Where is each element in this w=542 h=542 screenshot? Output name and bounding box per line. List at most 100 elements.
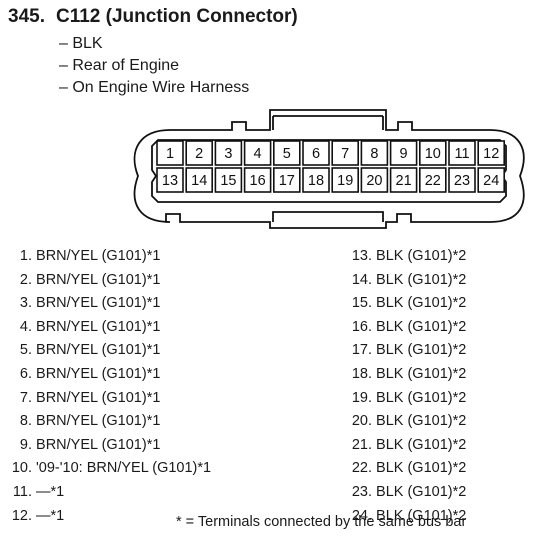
list-item: 19. BLK (G101)*2 — [340, 388, 466, 412]
terminal-cell — [156, 140, 184, 166]
footnote: * = Terminals connected by the same bus … — [176, 514, 467, 530]
terminal-cell — [214, 140, 243, 166]
list-item: 20. BLK (G101)*2 — [340, 411, 466, 435]
pin-description: '09-'10: BRN/YEL (G101)*1 — [36, 460, 212, 477]
pin-description: —*1 — [36, 507, 65, 524]
list-item: 9. BRN/YEL (G101)*1 — [8, 435, 211, 459]
pin-description: BLK (G101)*2 — [376, 507, 467, 524]
terminal-number: 5 — [283, 146, 291, 162]
pin-description: BRN/YEL (G101)*1 — [36, 248, 161, 264]
note-location: Rear of Engine — [59, 55, 249, 77]
terminal-cell — [418, 167, 447, 193]
terminal-number: 15 — [220, 173, 236, 189]
terminal-number: 11 — [454, 146, 469, 162]
pin-description: BLK (G101)*2 — [376, 248, 467, 264]
terminal-cell — [272, 167, 301, 193]
pin-description: BLK (G101)*2 — [376, 460, 467, 477]
housing-outer-outline — [133, 109, 525, 229]
terminal-cell — [185, 167, 213, 193]
pin-description: BRN/YEL (G101)*1 — [36, 295, 161, 312]
terminal-number: 6 — [312, 146, 320, 162]
terminal-number: 1 — [166, 146, 174, 162]
pin-description: BRN/YEL (G101)*1 — [36, 318, 161, 335]
pin-description: BRN/YEL (G101)*1 — [36, 271, 161, 288]
pin-description: BLK (G101)*2 — [376, 342, 467, 359]
terminal-number: 4 — [254, 146, 262, 162]
terminal-cell — [243, 140, 272, 166]
terminal-number: 7 — [341, 146, 349, 162]
pin-number: 3. — [19, 295, 32, 312]
terminal-number: 18 — [308, 173, 324, 189]
terminal-number: 20 — [366, 173, 382, 189]
pin-description: BLK (G101)*2 — [376, 436, 467, 453]
list-item: 23. BLK (G101)*2 — [340, 482, 466, 506]
pin-description: —*1 — [36, 483, 65, 500]
pin-description: BRN/YEL (G101)*1 — [36, 436, 161, 453]
connector-notes: BLK Rear of Engine On Engine Wire Harnes… — [59, 33, 249, 99]
terminal-number: 21 — [396, 173, 412, 189]
terminal-cell — [331, 167, 360, 193]
list-item: 8. BRN/YEL (G101)*1 — [8, 411, 211, 435]
connector-number: 345. — [8, 6, 45, 27]
terminal-cell — [448, 167, 476, 193]
terminal-cell — [243, 167, 272, 193]
pin-list-right: 13. BLK (G101)*2 14. BLK (G101)*2 15. BL… — [340, 246, 466, 529]
terminal-cell — [272, 140, 301, 166]
pin-number: 19. — [351, 389, 372, 406]
list-item: 14. BLK (G101)*2 — [340, 270, 466, 294]
pin-number: 9. — [19, 436, 32, 453]
pin-number: 2. — [19, 271, 32, 288]
list-item: 7. BRN/YEL (G101)*1 — [8, 388, 211, 412]
pin-description: BLK (G101)*2 — [376, 271, 467, 288]
list-item: 15. BLK (G101)*2 — [340, 293, 466, 317]
pin-number: 16. — [351, 318, 372, 335]
pin-number: 14. — [351, 271, 372, 288]
pin-number: 7. — [19, 389, 32, 406]
pin-number: 22. — [351, 460, 372, 477]
terminal-cell — [302, 167, 330, 193]
terminal-number: 23 — [454, 173, 470, 189]
list-item: 10. '09-'10: BRN/YEL (G101)*1 — [8, 458, 211, 482]
terminal-number: 24 — [483, 173, 499, 189]
pin-list-left: 1. BRN/YEL (G101)*1 2. BRN/YEL (G101)*1 … — [8, 246, 211, 529]
pin-number: 11. — [12, 483, 32, 500]
pin-number: 24. — [351, 507, 372, 524]
pin-number: 15. — [351, 295, 372, 312]
terminal-number: 22 — [425, 173, 441, 189]
terminal-number: 3 — [224, 146, 232, 162]
page-title: 345. C112 (Junction Connector) — [8, 6, 298, 28]
terminal-cell — [331, 140, 360, 166]
terminal-cell — [360, 167, 389, 193]
terminal-number: 19 — [337, 173, 353, 189]
terminal-number: 16 — [250, 173, 266, 189]
terminal-cell — [389, 140, 418, 166]
connector-title: C112 (Junction Connector) — [56, 6, 298, 27]
list-item: 13. BLK (G101)*2 — [340, 246, 466, 270]
pin-description: BLK (G101)*2 — [376, 483, 467, 500]
list-item: 17. BLK (G101)*2 — [340, 340, 466, 364]
list-item: 24. BLK (G101)*2 — [340, 506, 466, 530]
list-item: 21. BLK (G101)*2 — [340, 435, 466, 459]
pin-description: BLK (G101)*2 — [376, 389, 467, 406]
pin-description: BRN/YEL (G101)*1 — [36, 389, 161, 406]
housing-top-key-slot — [272, 115, 384, 130]
pin-description: BRN/YEL (G101)*1 — [36, 342, 161, 359]
list-item: 12. —*1 — [8, 506, 211, 530]
pin-number: 23. — [351, 483, 372, 500]
pin-description: BLK (G101)*2 — [376, 295, 467, 312]
terminal-number: 12 — [483, 146, 499, 162]
pin-number: 13. — [351, 248, 372, 264]
pin-number: 18. — [351, 365, 372, 382]
terminal-number: 9 — [400, 146, 408, 162]
note-color: BLK — [59, 33, 249, 55]
terminal-number: 17 — [279, 173, 295, 189]
terminal-cell — [214, 167, 243, 193]
terminal-number: 8 — [370, 146, 378, 162]
terminal-number: 10 — [425, 146, 441, 162]
list-item: 11. —*1 — [8, 482, 211, 506]
pin-description: BLK (G101)*2 — [376, 413, 467, 430]
pin-number: 6. — [19, 365, 32, 382]
terminal-cell — [185, 140, 213, 166]
